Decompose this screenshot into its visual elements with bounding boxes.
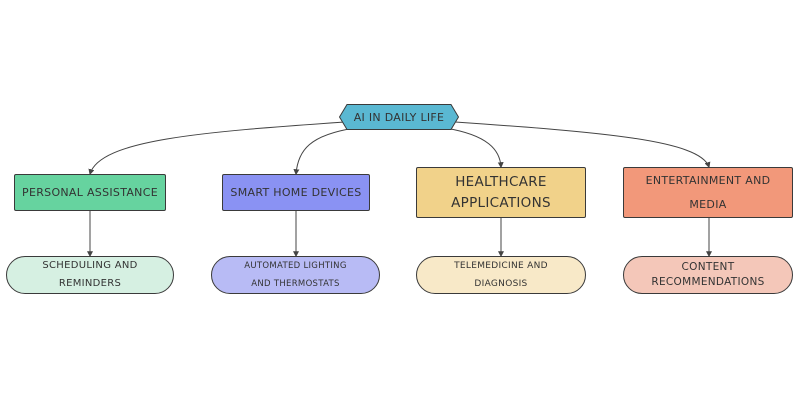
edge-root-personal bbox=[88, 121, 346, 176]
category-label: PERSONAL ASSISTANCE bbox=[22, 186, 158, 199]
leaf-scheduling-and-reminders[interactable]: SCHEDULING AND REMINDERS bbox=[6, 256, 174, 294]
root-node[interactable]: AI IN DAILY LIFE bbox=[339, 104, 459, 130]
leaf-label: AUTOMATED LIGHTING AND THERMOSTATS bbox=[244, 261, 347, 289]
category-smart-home-devices[interactable]: SMART HOME DEVICES bbox=[222, 174, 370, 211]
category-personal-assistance[interactable]: PERSONAL ASSISTANCE bbox=[14, 174, 166, 211]
category-healthcare-applications[interactable]: HEALTHCARE APPLICATIONS bbox=[416, 167, 586, 218]
category-entertainment-and-media[interactable]: ENTERTAINMENT AND MEDIA bbox=[623, 167, 793, 218]
hexagon-shape bbox=[339, 104, 459, 130]
edge-root-health bbox=[444, 127, 504, 169]
edge-root-smart bbox=[293, 127, 356, 176]
edge-root-enter bbox=[454, 121, 711, 169]
leaf-telemedicine-and-diagnosis[interactable]: TELEMEDICINE AND DIAGNOSIS bbox=[416, 256, 586, 294]
leaf-label: CONTENT RECOMMENDATIONS bbox=[651, 261, 765, 288]
category-label: HEALTHCARE APPLICATIONS bbox=[451, 173, 551, 211]
leaf-content-recommendations[interactable]: CONTENT RECOMMENDATIONS bbox=[623, 256, 793, 294]
leaf-automated-lighting-and-thermostats[interactable]: AUTOMATED LIGHTING AND THERMOSTATS bbox=[211, 256, 380, 294]
category-label: SMART HOME DEVICES bbox=[230, 186, 362, 199]
root-node-label: AI IN DAILY LIFE bbox=[353, 110, 445, 124]
leaf-label: TELEMEDICINE AND DIAGNOSIS bbox=[454, 261, 548, 289]
category-label: ENTERTAINMENT AND MEDIA bbox=[645, 173, 771, 211]
leaf-label: SCHEDULING AND REMINDERS bbox=[42, 260, 138, 289]
